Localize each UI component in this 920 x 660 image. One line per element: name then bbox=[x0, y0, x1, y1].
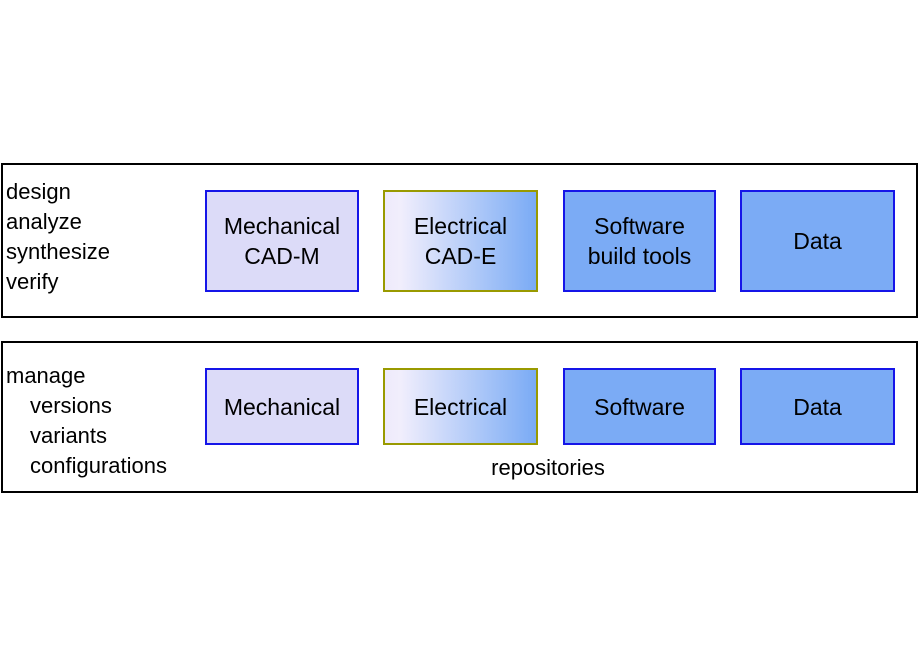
box-label-line: Electrical bbox=[413, 393, 508, 420]
activity-verify: verify bbox=[6, 269, 59, 294]
manage-activities-list: manage versions variants configurations bbox=[6, 361, 167, 481]
box-label-line: Electrical bbox=[413, 213, 508, 239]
box-label-line: Software bbox=[594, 213, 685, 239]
box-label-line: Mechanical bbox=[223, 213, 341, 239]
box-label-line: Mechanical bbox=[223, 393, 341, 420]
box-mechanical-cad-m: Mechanical CAD-M bbox=[205, 190, 359, 292]
box-label-line: Software bbox=[594, 393, 685, 420]
repo-box-data: Data bbox=[740, 368, 895, 445]
design-tools-panel: design analyze synthesize verify Mechani… bbox=[1, 163, 918, 318]
activity-manage: manage bbox=[6, 363, 86, 388]
repo-box-software: Software bbox=[563, 368, 716, 445]
repo-box-mechanical: Mechanical bbox=[205, 368, 359, 445]
box-label-line: build tools bbox=[587, 243, 692, 269]
repositories-label: repositories bbox=[491, 455, 605, 480]
manage-repositories-panel: manage versions variants configurations … bbox=[1, 341, 918, 493]
box-electrical-cad-e: Electrical CAD-E bbox=[383, 190, 538, 292]
activity-versions: versions bbox=[30, 393, 112, 418]
activity-design: design bbox=[6, 179, 71, 204]
repo-box-electrical: Electrical bbox=[383, 368, 538, 445]
activity-variants: variants bbox=[30, 423, 108, 448]
activity-analyze: analyze bbox=[6, 209, 82, 234]
box-software-build-tools: Software build tools bbox=[563, 190, 716, 292]
design-activities-list: design analyze synthesize verify bbox=[6, 177, 110, 297]
box-label-line: CAD-E bbox=[424, 243, 497, 269]
activity-configurations: configurations bbox=[30, 453, 167, 478]
box-data-tools: Data bbox=[740, 190, 895, 292]
box-label-line: Data bbox=[793, 393, 842, 420]
box-label-line: Data bbox=[793, 228, 842, 254]
activity-synthesize: synthesize bbox=[6, 239, 110, 264]
box-label-line: CAD-M bbox=[244, 243, 320, 269]
